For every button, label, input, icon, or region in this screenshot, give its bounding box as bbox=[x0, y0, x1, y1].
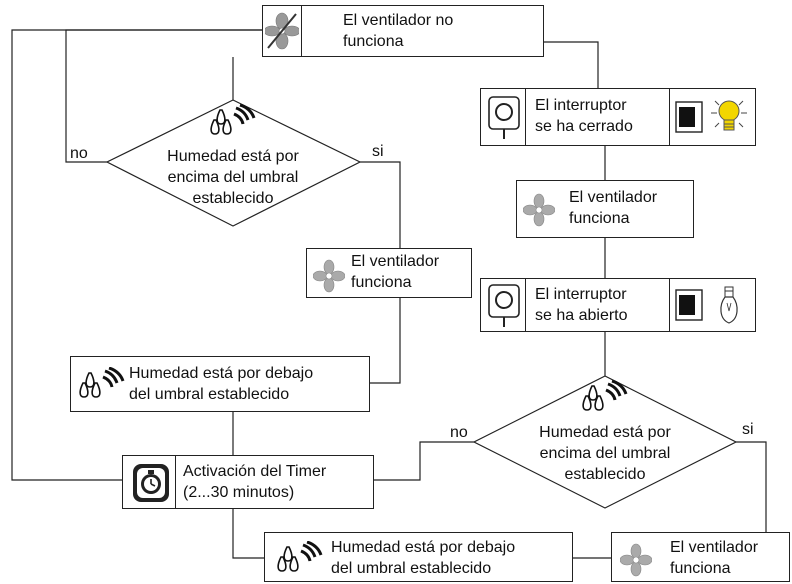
node-divider bbox=[669, 279, 670, 331]
node-switch-opened: El interruptor se ha abierto bbox=[480, 278, 756, 332]
label-yes-right: si bbox=[742, 421, 754, 438]
node-fan-not-working-text: El ventilador no funciona bbox=[343, 12, 454, 50]
node-fan-works-mid-text: El ventilador funciona bbox=[351, 253, 440, 291]
label-yes-left: si bbox=[372, 143, 384, 160]
humidity-drops-icon bbox=[79, 367, 125, 398]
fan-icon bbox=[620, 543, 652, 577]
node-divider bbox=[175, 456, 176, 508]
label-no-right: no bbox=[450, 424, 468, 441]
wall-switch-icon bbox=[675, 289, 703, 321]
label-no-left: no bbox=[70, 145, 88, 162]
fan-icon bbox=[265, 12, 299, 50]
node-divider bbox=[525, 279, 526, 331]
node-humidity-below-left: Humedad está por debajo del umbral estab… bbox=[70, 356, 370, 412]
decision-right-text: Humedad está por encima del umbral estab… bbox=[539, 424, 671, 483]
node-divider bbox=[301, 6, 302, 56]
decision-diamond-right bbox=[472, 375, 738, 509]
node-humidity-below-left-text: Humedad está por debajo del umbral estab… bbox=[129, 365, 314, 403]
switch-device-icon bbox=[488, 284, 520, 327]
node-fan-works-bottom-text: El ventilador funciona bbox=[670, 539, 759, 577]
node-fan-works-mid: El ventilador funciona bbox=[306, 248, 472, 298]
humidity-drops-icon bbox=[210, 104, 256, 135]
light-bulb-on-icon bbox=[711, 100, 747, 131]
node-timer: Activación del Timer (2...30 minutos) bbox=[122, 455, 374, 509]
humidity-drops-icon bbox=[582, 380, 628, 411]
wall-switch-icon bbox=[675, 101, 703, 133]
decision-left-text: Humedad está por encima del umbral estab… bbox=[167, 148, 299, 207]
node-divider bbox=[525, 89, 526, 145]
humidity-drops-icon bbox=[277, 541, 323, 572]
node-fan-works-bottom: El ventilador funciona bbox=[611, 532, 790, 582]
node-switch-opened-text: El interruptor se ha abierto bbox=[535, 286, 628, 324]
node-humidity-below-bottom: Humedad está por debajo del umbral estab… bbox=[264, 532, 573, 582]
node-switch-closed: El interruptor se ha cerrado bbox=[480, 88, 756, 146]
timer-icon bbox=[133, 464, 169, 502]
node-fan-works-right: El ventilador funciona bbox=[516, 180, 694, 238]
light-bulb-off-icon bbox=[720, 286, 738, 324]
decision-diamond-left bbox=[105, 99, 362, 227]
node-fan-not-working: El ventilador no funciona bbox=[262, 5, 544, 57]
fan-icon bbox=[523, 193, 555, 227]
node-fan-works-right-text: El ventilador funciona bbox=[569, 189, 658, 227]
node-switch-closed-text: El interruptor se ha cerrado bbox=[535, 97, 633, 135]
fan-icon bbox=[313, 259, 345, 293]
switch-device-icon bbox=[488, 96, 520, 139]
node-humidity-below-bottom-text: Humedad está por debajo del umbral estab… bbox=[331, 539, 516, 577]
node-timer-text: Activación del Timer (2...30 minutos) bbox=[183, 463, 327, 501]
node-divider bbox=[669, 89, 670, 145]
